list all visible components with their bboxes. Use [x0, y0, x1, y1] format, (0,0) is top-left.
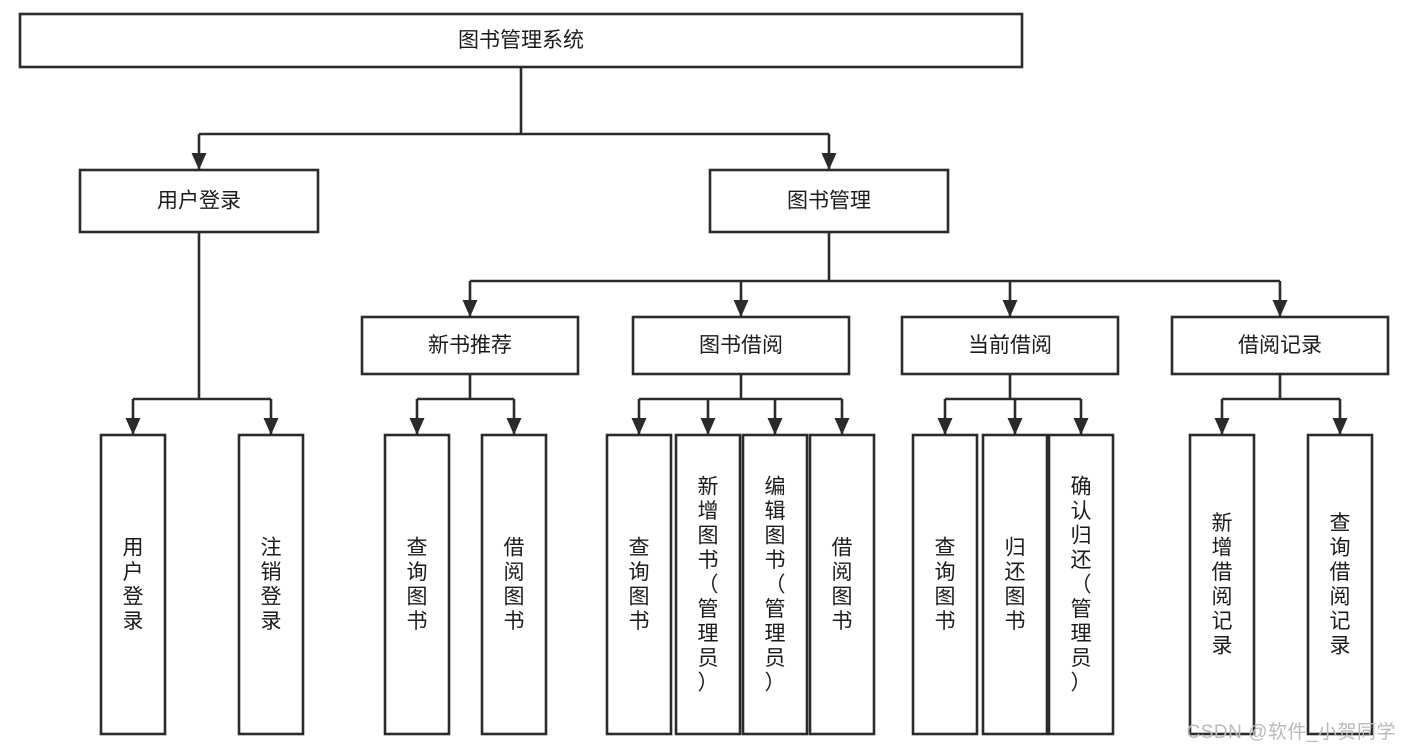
- node-label-leaf1: 用户登录: [123, 537, 144, 634]
- node-root[interactable]: 图书管理系统: [18, 12, 1024, 69]
- node-box-leaf4[interactable]: [480, 433, 548, 736]
- node-borrow[interactable]: 图书借阅: [631, 315, 851, 376]
- node-label-leaf2: 注销登录: [261, 537, 282, 634]
- node-box-newbook[interactable]: [360, 315, 580, 376]
- node-label-leaf10: 归还图书: [1005, 537, 1026, 634]
- node-leaf11[interactable]: 确认归还（管理员）: [1047, 433, 1115, 736]
- node-box-current[interactable]: [900, 315, 1120, 376]
- node-leaf6[interactable]: 新增图书（管理员）: [674, 433, 742, 736]
- node-leaf13[interactable]: 查询借阅记录: [1306, 433, 1374, 736]
- node-label-bookmgmt: 图书管理: [787, 190, 871, 213]
- node-label-newbook: 新书推荐: [428, 334, 512, 357]
- node-box-leaf2[interactable]: [237, 433, 305, 736]
- node-box-bookmgmt[interactable]: [708, 168, 950, 234]
- node-label-borrow: 图书借阅: [699, 334, 783, 357]
- node-leaf1[interactable]: 用户登录: [99, 433, 167, 736]
- node-leaf9[interactable]: 查询图书: [911, 433, 979, 736]
- node-label-leaf9: 查询图书: [935, 537, 956, 634]
- node-label-leaf5: 查询图书: [629, 537, 650, 634]
- node-current[interactable]: 当前借阅: [900, 315, 1120, 376]
- node-box-leaf12[interactable]: [1188, 433, 1256, 736]
- node-leaf8[interactable]: 借阅图书: [808, 433, 876, 736]
- node-layer: 图书管理系统用户登录图书管理新书推荐图书借阅当前借阅借阅记录用户登录注销登录查询…: [18, 12, 1390, 736]
- node-box-leaf1[interactable]: [99, 433, 167, 736]
- node-label-login: 用户登录: [157, 190, 241, 213]
- node-box-leaf13[interactable]: [1306, 433, 1374, 736]
- node-box-login[interactable]: [78, 168, 320, 234]
- node-box-leaf7[interactable]: [741, 433, 809, 736]
- node-box-root[interactable]: [18, 12, 1024, 69]
- node-leaf4[interactable]: 借阅图书: [480, 433, 548, 736]
- node-label-leaf7: 编辑图书（管理员）: [765, 475, 786, 694]
- node-leaf10[interactable]: 归还图书: [981, 433, 1049, 736]
- node-label-leaf6: 新增图书（管理员）: [698, 475, 719, 694]
- node-label-leaf11: 确认归还（管理员）: [1071, 475, 1092, 694]
- node-box-leaf9[interactable]: [911, 433, 979, 736]
- node-label-leaf13: 查询借阅记录: [1330, 512, 1351, 658]
- node-leaf2[interactable]: 注销登录: [237, 433, 305, 736]
- node-leaf5[interactable]: 查询图书: [605, 433, 673, 736]
- node-box-leaf11[interactable]: [1047, 433, 1115, 736]
- csdn-watermark: CSDN @软件_小贺同学: [1186, 722, 1396, 743]
- node-newbook[interactable]: 新书推荐: [360, 315, 580, 376]
- node-label-leaf12: 新增借阅记录: [1212, 512, 1233, 658]
- node-bookmgmt[interactable]: 图书管理: [708, 168, 950, 234]
- node-label-records: 借阅记录: [1238, 334, 1322, 357]
- node-leaf3[interactable]: 查询图书: [383, 433, 451, 736]
- node-box-leaf6[interactable]: [674, 433, 742, 736]
- node-label-leaf4: 借阅图书: [504, 537, 525, 634]
- node-box-records[interactable]: [1170, 315, 1390, 376]
- node-box-borrow[interactable]: [631, 315, 851, 376]
- node-box-leaf5[interactable]: [605, 433, 673, 736]
- node-box-leaf8[interactable]: [808, 433, 876, 736]
- node-label-root: 图书管理系统: [458, 29, 584, 52]
- node-records[interactable]: 借阅记录: [1170, 315, 1390, 376]
- node-login[interactable]: 用户登录: [78, 168, 320, 234]
- node-label-leaf3: 查询图书: [407, 537, 428, 634]
- node-box-leaf3[interactable]: [383, 433, 451, 736]
- node-box-leaf10[interactable]: [981, 433, 1049, 736]
- node-leaf7[interactable]: 编辑图书（管理员）: [741, 433, 809, 736]
- connector-layer: [125, 67, 1348, 435]
- node-label-current: 当前借阅: [968, 334, 1052, 357]
- node-label-leaf8: 借阅图书: [832, 537, 853, 634]
- node-leaf12[interactable]: 新增借阅记录: [1188, 433, 1256, 736]
